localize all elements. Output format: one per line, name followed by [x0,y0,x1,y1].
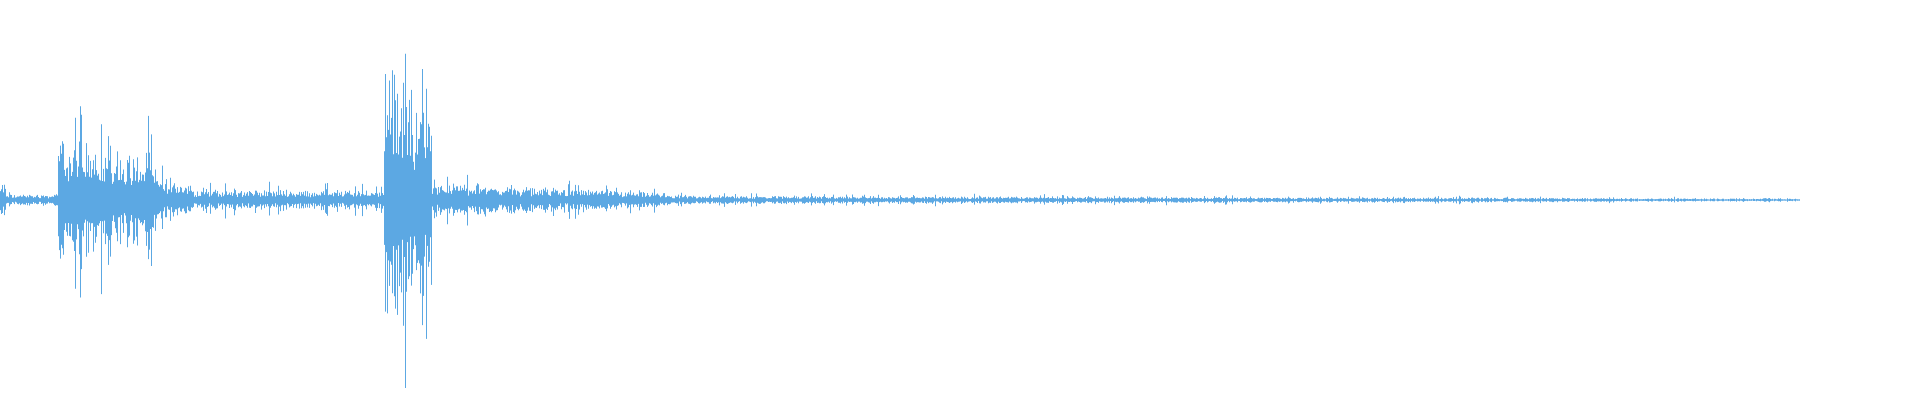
waveform-path [0,53,1800,388]
waveform-bars [0,53,1800,388]
